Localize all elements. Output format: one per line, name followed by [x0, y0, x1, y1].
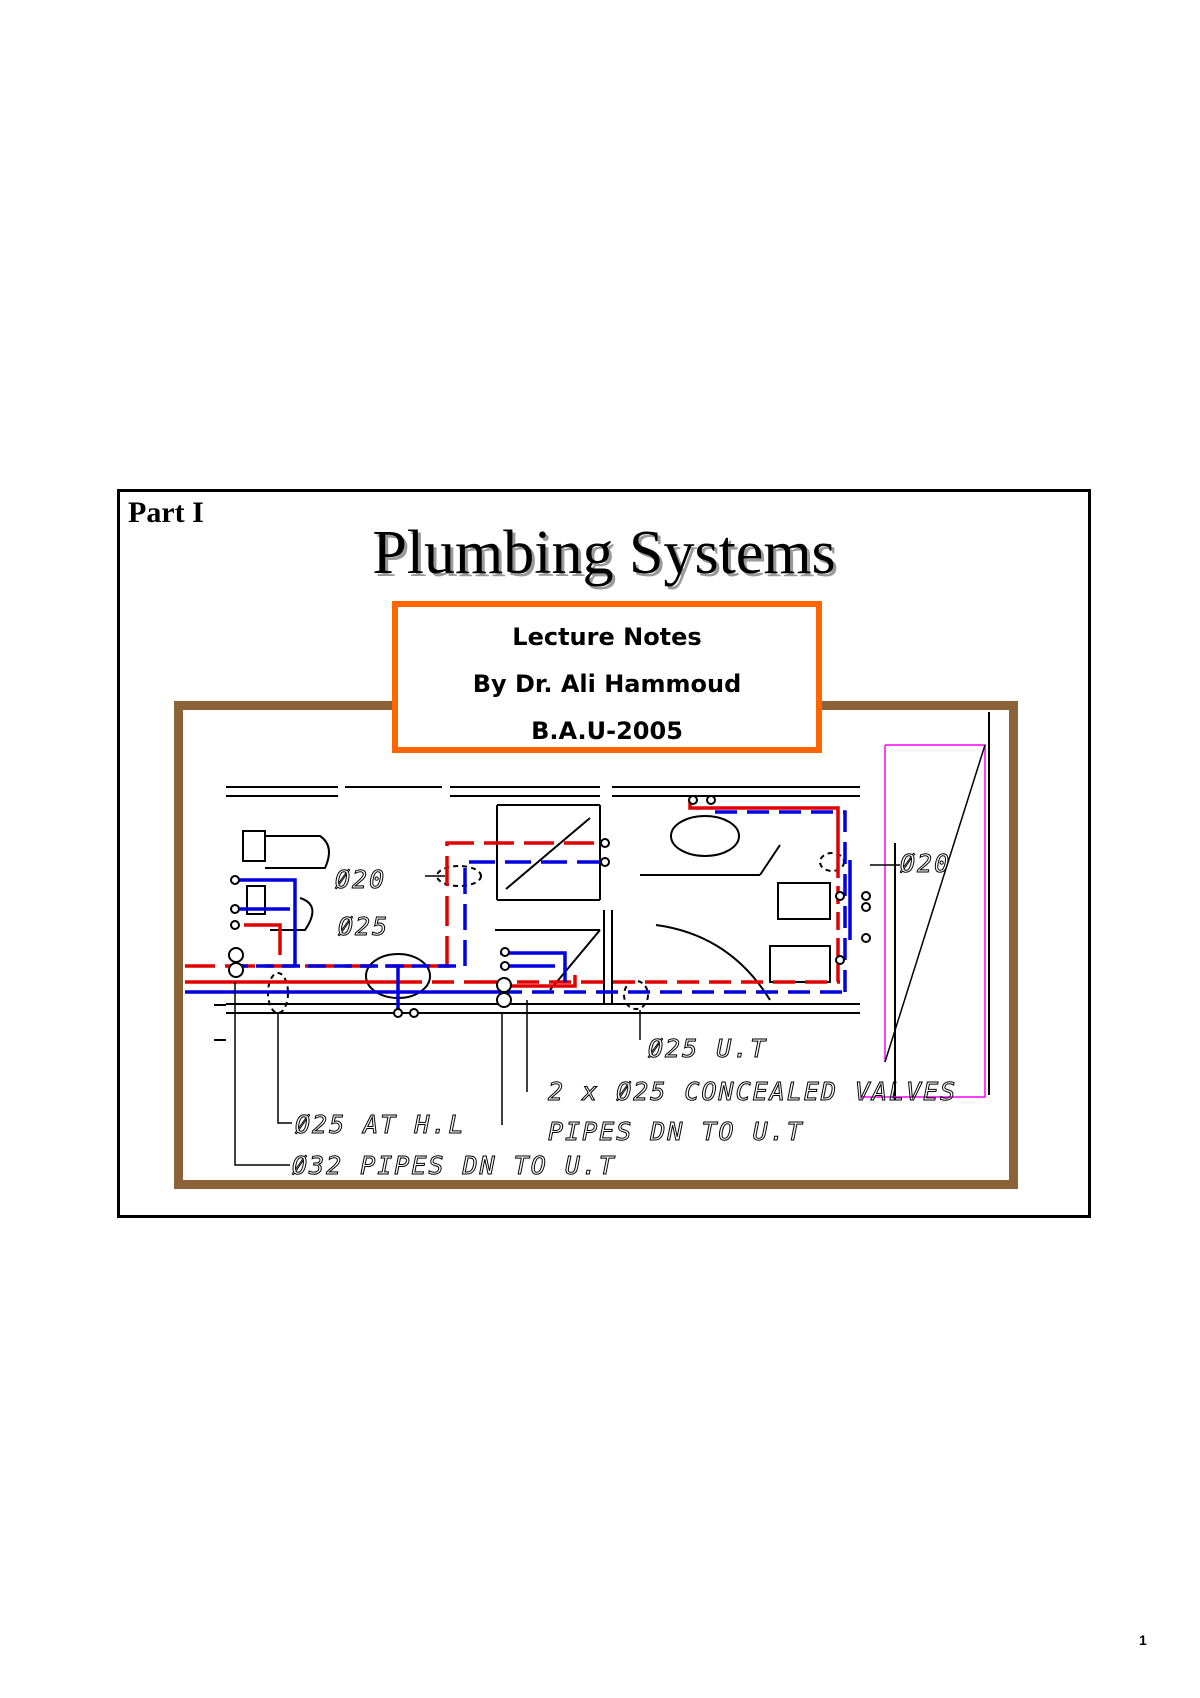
page-number: 1	[1139, 1632, 1147, 1648]
slide-title: Plumbing Systems	[372, 519, 836, 587]
label-concealed-valves: 2 x Ø25 CONCEALED VALVES	[548, 1077, 957, 1106]
part-label: Part I	[128, 496, 204, 529]
notes-line-author: By Dr. Ali Hammoud	[472, 670, 742, 698]
notes-line-institution: B.A.U-2005	[531, 717, 683, 745]
pipe-fittings	[228, 795, 871, 1018]
label-d25-hl: Ø25 AT H.L	[295, 1110, 466, 1139]
label-d20-right: Ø20	[900, 849, 951, 878]
notes-line-lecture: Lecture Notes	[512, 623, 702, 651]
label-pipes-dn-ut: PIPES DN TO U.T	[548, 1117, 804, 1146]
hot-water-pipes	[185, 800, 840, 988]
label-d32-pipes: Ø32 PIPES DN TO U.T	[292, 1151, 616, 1180]
leader-lines	[234, 864, 900, 1166]
magenta-guide	[862, 744, 986, 1098]
cold-water-pipes	[185, 810, 852, 1013]
fixtures	[242, 815, 845, 1014]
label-d20-left: Ø20	[335, 865, 386, 894]
label-d25-left: Ø25	[338, 912, 389, 941]
walls	[214, 712, 990, 1100]
diagonal-line	[884, 744, 986, 1063]
label-d25-ut: Ø25 U.T	[648, 1034, 767, 1063]
lecture-notes-box: Lecture Notes By Dr. Ali Hammoud B.A.U-2…	[392, 601, 822, 753]
